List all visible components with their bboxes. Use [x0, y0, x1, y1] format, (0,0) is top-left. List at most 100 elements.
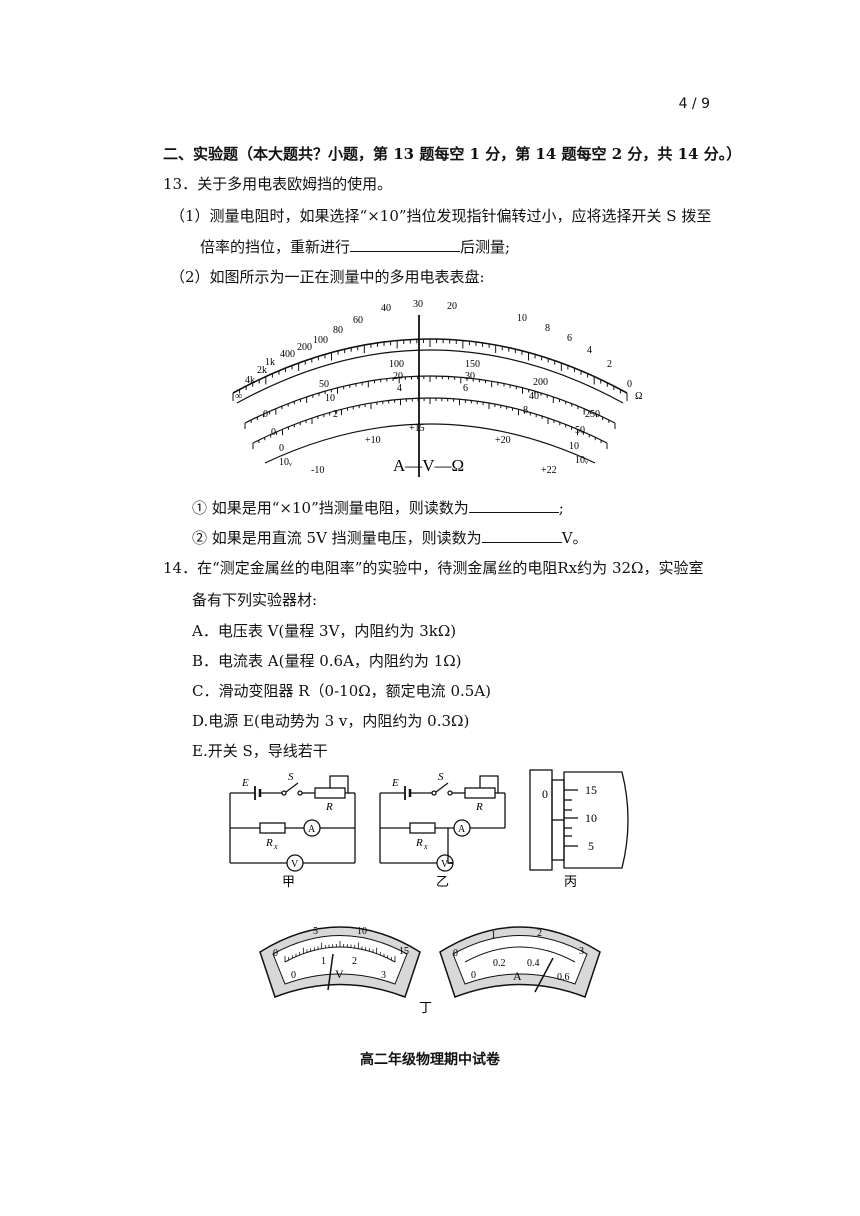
q14-option: E.开关 S，导线若干: [192, 742, 328, 760]
db-label: +10: [365, 435, 381, 446]
q14-option: D.电源 E(电动势为 3 v，内阻约为 0.3Ω): [192, 712, 470, 730]
x-mark: 10ᵥ: [279, 457, 292, 468]
v-outer-label: 200: [533, 377, 548, 388]
micrometer-label: 0: [542, 787, 548, 801]
ammeter-pointer: [534, 957, 554, 993]
micrometer: [529, 769, 629, 871]
ohm-label: 400: [280, 349, 295, 360]
v-bottom-label: 2: [352, 956, 357, 967]
label-ding: 丁: [419, 1000, 432, 1015]
q13-part1-line1: （1）测量电阻时，如果选择“×10”挡位发现指针偏转过小，应将选择开关 S 拨至: [170, 207, 712, 225]
voltmeter-symbol: V: [441, 859, 449, 870]
q13-part1-post: 后测量;: [460, 238, 511, 256]
v-top-label: 5: [313, 926, 318, 937]
circuit-jia: [229, 775, 356, 872]
ammeter-symbol: A: [458, 824, 466, 835]
v-outer-label: 150: [465, 359, 480, 370]
q13-part2: （2）如图所示为一正在测量中的多用电表表盘:: [170, 268, 485, 286]
ohm-label: 6: [567, 333, 572, 344]
v-inner-label: 10: [569, 441, 579, 452]
db-label: +15: [409, 423, 425, 434]
answer-blank[interactable]: [468, 498, 559, 513]
v-unit: V: [335, 967, 344, 981]
q14-stem-line2: 备有下列实验器材:: [192, 591, 318, 609]
ammeter-symbol: A: [308, 824, 316, 835]
q13-sub1: ① 如果是用“×10”挡测量电阻，则读数为;: [192, 497, 564, 518]
label-rx-sub: x: [273, 842, 278, 851]
q13-sub1-post: ;: [558, 499, 564, 517]
q13-sub1-pre: ① 如果是用“×10”挡测量电阻，则读数为: [192, 499, 469, 517]
a-top-label: 1: [491, 930, 496, 941]
v-inner-label: 0: [279, 443, 284, 454]
ohm-label: 10: [517, 313, 527, 324]
a-bottom-label: 0.6: [557, 972, 570, 983]
ohm-label: 80: [333, 325, 343, 336]
ohm-label: 1k: [265, 357, 275, 368]
ohm-label: 4: [587, 345, 592, 356]
label-r: R: [475, 801, 483, 813]
q13-stem: 13．关于多用电表欧姆挡的使用。: [163, 175, 393, 193]
v-bottom-label: 1: [321, 956, 326, 967]
ammeter-dial: 0 1 2 3 0 0.2 0.4 0.6 A: [439, 926, 601, 998]
label-bing: 丙: [564, 874, 577, 889]
analog-meters: 0 5 10 15 0 1 2 3 V 0 1 2 3 0 0.2 0.4 0.…: [259, 926, 601, 1015]
ohm-label: 8: [545, 323, 550, 334]
v-mid-label: 10: [325, 393, 335, 404]
db-label: -10: [311, 465, 324, 476]
v-mid-label: 30: [465, 371, 475, 382]
ohm-label: 2k: [257, 365, 267, 376]
v-inner-label: 2: [333, 409, 338, 420]
answer-blank[interactable]: [350, 237, 461, 252]
label-rx-sub: x: [423, 842, 428, 851]
label-r: R: [325, 801, 333, 813]
v-top-label: 15: [399, 946, 409, 957]
v-mid-label: 40: [529, 391, 539, 402]
multimeter-dial: 4k 2k 1k 400 200 100 80 60 40 30 20 10 8…: [215, 295, 645, 485]
label-s: S: [288, 771, 294, 783]
v-bottom-label: 0: [291, 970, 296, 981]
a-unit: A: [513, 969, 522, 983]
voltmeter-symbol: V: [291, 859, 299, 870]
label-rx: R: [415, 837, 423, 849]
q13-part1-line2: 倍率的挡位，重新进行后测量;: [200, 236, 510, 257]
ohm-label: ∞: [235, 391, 242, 402]
v-mid-label: 0: [271, 427, 276, 438]
ohm-label: 100: [313, 335, 328, 346]
page-number: 4 / 9: [678, 96, 710, 112]
ohm-label: 2: [607, 359, 612, 370]
ohm-label: 20: [447, 301, 457, 312]
ohm-label: 40: [381, 303, 391, 314]
micrometer-label: 15: [585, 783, 597, 797]
page-footer: 高二年级物理期中试卷: [360, 1052, 500, 1068]
answer-blank[interactable]: [481, 528, 562, 543]
voltmeter-dial: 0 5 10 15 0 1 2 3 V: [259, 926, 421, 998]
micrometer-label: 5: [588, 839, 594, 853]
v-inner-label: 8: [523, 405, 528, 416]
q13-sub2-post: V。: [561, 529, 588, 547]
a-top-label: 3: [579, 946, 584, 957]
a-bottom-label: 0: [471, 970, 476, 981]
x-mark: 10ᵥ: [575, 455, 588, 466]
micrometer-label: 10: [585, 811, 597, 825]
ohm-unit: Ω: [635, 391, 642, 402]
v-top-label: 0: [273, 948, 278, 959]
ohm-label: 30: [413, 299, 423, 310]
section-title: 二、实验题（本大题共？小题，第 13 题每空 1 分，第 14 题每空 2 分，…: [163, 145, 742, 163]
label-rx: R: [265, 837, 273, 849]
circuit-yi: [379, 775, 506, 872]
meter-title: A—V—Ω: [393, 456, 464, 475]
label-jia: 甲: [282, 874, 295, 889]
v-mid-label: 50: [575, 425, 585, 436]
v-inner-label: 6: [463, 383, 468, 394]
a-top-label: 2: [537, 928, 542, 939]
q14-option: C．滑动变阻器 R（0-10Ω，额定电流 0.5A): [192, 682, 491, 700]
ohm-label: 200: [297, 342, 312, 353]
db-label: +22: [541, 465, 557, 476]
label-s: S: [438, 771, 444, 783]
v-outer-label: 0: [263, 409, 268, 420]
q14-option: A．电压表 V(量程 3V，内阻约为 3kΩ): [192, 622, 457, 640]
a-bottom-label: 0.4: [527, 958, 540, 969]
db-label: +20: [495, 435, 511, 446]
ohm-label: 0: [627, 379, 632, 390]
ohm-label: 60: [353, 315, 363, 326]
